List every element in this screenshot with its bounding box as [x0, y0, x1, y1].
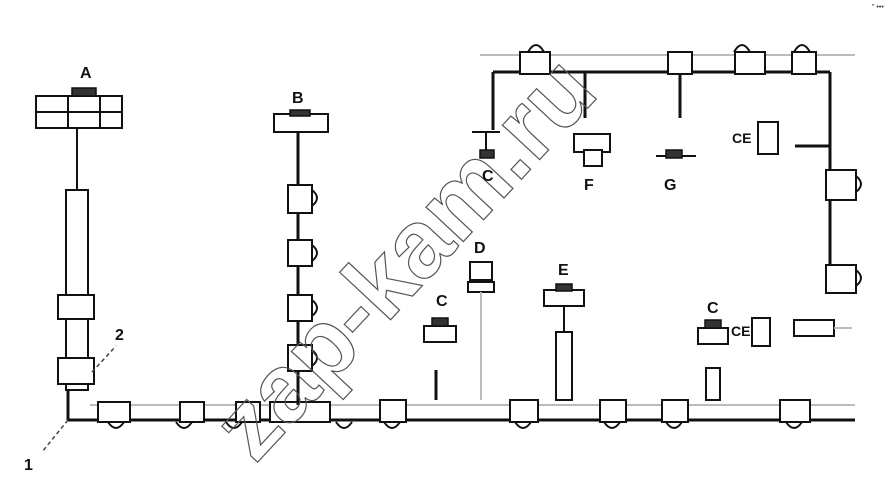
upper-network	[480, 44, 862, 294]
fixture-c-right-drain	[705, 367, 721, 401]
right-fitting	[825, 169, 857, 201]
label-c-top: C	[482, 168, 494, 185]
fixture-ce-top	[757, 121, 779, 155]
fitting-bottom	[235, 401, 261, 423]
clamp-mark	[855, 175, 862, 193]
clamp-mark	[527, 44, 545, 53]
fitting-bottom	[379, 399, 407, 423]
fixture-c-mid	[423, 317, 457, 400]
clamp-mark	[311, 244, 318, 262]
fitting-bottom	[599, 399, 627, 423]
corner-mark: ″ •••	[872, 4, 884, 11]
fixture-c-right-cap	[704, 319, 722, 329]
clamp-mark	[733, 44, 751, 53]
fixture-c-right	[697, 319, 729, 401]
fixture-a-cap	[71, 87, 97, 97]
label-1: 1	[24, 457, 33, 474]
riser-b-fitting	[287, 239, 313, 267]
riser-a-fitting	[57, 294, 95, 320]
clamp-mark	[383, 421, 401, 429]
riser-b-fitting	[287, 344, 313, 372]
clamp-mark	[785, 421, 803, 429]
fixture-c-right-body	[697, 327, 729, 345]
clamp-mark	[107, 421, 125, 429]
fixture-f	[573, 133, 611, 167]
fixture-c-top-cap	[479, 149, 495, 159]
label-g: G	[664, 177, 676, 194]
fixture-ce-bottom-pipe	[793, 319, 835, 337]
clamp-mark	[311, 349, 318, 367]
riser-a-fitting	[57, 357, 95, 385]
fitting-bottom	[269, 401, 331, 423]
fixture-d	[467, 261, 495, 400]
fitting-bottom	[509, 399, 539, 423]
label-b: B	[292, 90, 304, 107]
label-d: D	[474, 240, 486, 257]
fixture-d-body	[469, 261, 493, 281]
upper-fitting	[519, 51, 551, 75]
upper-fitting	[791, 51, 817, 75]
fitting-bottom	[661, 399, 689, 423]
fixture-c-mid-cap	[431, 317, 449, 327]
label-e: E	[558, 262, 569, 279]
clamp-mark	[855, 269, 862, 287]
fixture-b-cap	[289, 109, 311, 117]
label-ce-top: CE	[732, 130, 751, 146]
fixture-c-top	[472, 131, 500, 159]
label-c-right: C	[707, 300, 719, 317]
riser-a	[35, 87, 123, 420]
fixture-g-cap	[665, 149, 683, 159]
upper-fitting	[734, 51, 766, 75]
fitting-bottom	[97, 401, 131, 423]
leader-2	[91, 345, 117, 373]
riser-b	[273, 109, 329, 405]
clamp-mark	[311, 189, 318, 207]
fixture-e-drain	[555, 331, 573, 401]
riser-b-fitting	[287, 294, 313, 322]
fixture-d-base	[467, 281, 495, 293]
clamp-mark	[225, 421, 243, 429]
fixture-e-cap	[555, 283, 573, 292]
clamp-mark	[335, 421, 353, 429]
clamp-mark	[665, 421, 683, 429]
label-ce-bottom: CE	[731, 323, 750, 339]
fixture-c-mid-body	[423, 325, 457, 343]
clamp-mark	[793, 44, 811, 53]
fixture-ce-bottom-body	[751, 317, 771, 347]
label-2: 2	[115, 327, 124, 344]
clamp-mark	[514, 421, 532, 429]
clamp-mark	[311, 299, 318, 317]
leader-1	[41, 419, 69, 453]
right-fitting	[825, 264, 857, 294]
label-a: A	[80, 65, 92, 82]
bottom-clamps	[107, 421, 803, 429]
fixture-f-base	[583, 149, 603, 167]
fixture-e-body	[543, 289, 585, 307]
fixture-ce-bottom	[751, 317, 852, 347]
fixture-g	[656, 149, 696, 159]
fitting-bottom	[779, 399, 811, 423]
clamp-mark	[603, 421, 621, 429]
fixture-ce-top-body	[757, 121, 779, 155]
main-pipe-fittings	[97, 399, 811, 423]
label-c-mid: C	[436, 293, 448, 310]
clamp-mark	[175, 421, 193, 429]
riser-b-fitting	[287, 184, 313, 214]
fixture-e	[543, 283, 585, 401]
upper-fitting	[667, 51, 693, 75]
label-f: F	[584, 177, 594, 194]
